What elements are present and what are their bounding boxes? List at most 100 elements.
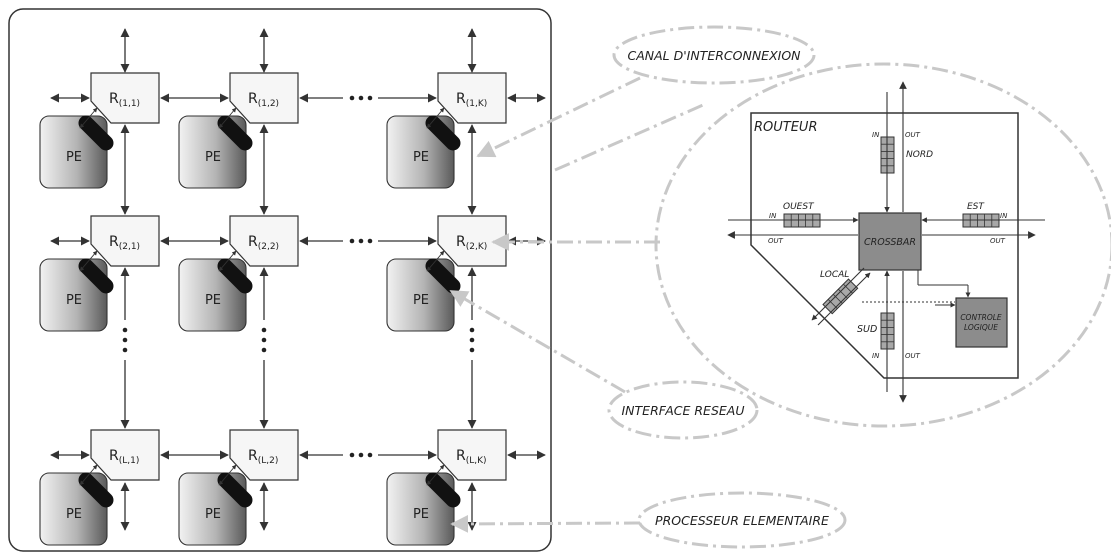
processing-element: PE xyxy=(178,258,253,332)
pe-router-link xyxy=(218,464,237,486)
ellipsis-dot xyxy=(367,452,373,458)
router-box xyxy=(90,72,160,124)
nord-in-label: IN xyxy=(872,131,880,139)
router-box xyxy=(437,429,507,481)
processing-element: PE xyxy=(386,115,461,189)
ellipsis-dot xyxy=(358,95,364,101)
callout-processor-ellipse xyxy=(637,491,847,549)
mesh-frame xyxy=(8,8,552,552)
processing-element: PE xyxy=(178,115,253,189)
router-label-base: R xyxy=(109,234,119,250)
processing-element: PE xyxy=(39,115,114,189)
callout-interface-text: INTERFACE RESEAU xyxy=(622,403,745,418)
est-in-label: IN xyxy=(1000,212,1008,220)
processing-element: PE xyxy=(39,258,114,332)
pe-label: PE xyxy=(413,293,429,308)
router-label-sub: (L,K) xyxy=(466,456,487,466)
ellipsis-dot xyxy=(469,337,475,343)
router-label-sub: (1,K) xyxy=(466,99,488,109)
ellipsis-dot xyxy=(367,95,373,101)
router-node: R(L,K) xyxy=(437,429,507,481)
processing-element: PE xyxy=(386,258,461,332)
pe-label: PE xyxy=(205,507,221,522)
router-label-sub: (1,2) xyxy=(258,99,279,109)
processing-element: PE xyxy=(178,472,253,546)
local-out-line xyxy=(811,267,865,321)
router-label-sub: (1,1) xyxy=(119,99,140,109)
callout-processor-line xyxy=(450,514,641,533)
pe-label: PE xyxy=(205,150,221,165)
router-box xyxy=(229,429,299,481)
router-box xyxy=(437,72,507,124)
router-label: R(2,2) xyxy=(248,234,279,252)
ellipsis-dot xyxy=(469,327,475,333)
callout-channel-ellipse xyxy=(612,25,816,85)
ellipsis-dot xyxy=(469,347,475,353)
ellipsis-dot xyxy=(261,327,267,333)
router-label-sub: (L,1) xyxy=(119,456,140,466)
router-label: R(L,1) xyxy=(109,448,139,466)
router-node: R(1,1) xyxy=(90,72,160,124)
pe-router-link xyxy=(79,250,98,272)
router-label-sub: (2,K) xyxy=(466,242,488,252)
ellipsis-dot xyxy=(349,95,355,101)
router-label: R(L,K) xyxy=(456,448,487,466)
callout-interface-line xyxy=(449,289,626,394)
ellipsis-dot xyxy=(122,327,128,333)
router-label-sub: (2,1) xyxy=(119,242,140,252)
router-box xyxy=(437,215,507,267)
buffer-frame xyxy=(822,278,859,315)
router-label-base: R xyxy=(109,91,119,107)
ouest-out-label: OUT xyxy=(768,237,784,245)
pe-router-link xyxy=(79,464,98,486)
ellipsis-dot xyxy=(358,238,364,244)
processing-element: PE xyxy=(39,472,114,546)
sud-out-label: OUT xyxy=(905,352,921,360)
router-label: R(1,2) xyxy=(248,91,279,109)
pe-router-link xyxy=(426,250,445,272)
router-node: R(2,K) xyxy=(437,215,507,267)
router-box xyxy=(90,429,160,481)
pe-label: PE xyxy=(66,507,82,522)
ouest-label: OUEST xyxy=(783,202,815,212)
router-box xyxy=(90,215,160,267)
router-label: R(1,1) xyxy=(109,91,140,109)
router-label-sub: (2,2) xyxy=(258,242,279,252)
router-label: R(2,1) xyxy=(109,234,140,252)
router-node: R(1,K) xyxy=(437,72,507,124)
pe-label: PE xyxy=(66,293,82,308)
router-label-base: R xyxy=(456,234,466,250)
callout-channel-text: CANAL D'INTERCONNEXION xyxy=(627,48,801,63)
nord-label: NORD xyxy=(906,150,933,160)
ellipsis-dot xyxy=(261,347,267,353)
callouts: CANAL D'INTERCONNEXION INTERFACE RESEAU PR… xyxy=(449,25,1111,549)
crossbar-box xyxy=(858,212,922,271)
ellipsis-dot xyxy=(358,452,364,458)
ellipsis-dot xyxy=(349,452,355,458)
pe-router-link xyxy=(426,107,445,129)
pe-router-link xyxy=(218,107,237,129)
router-label-base: R xyxy=(248,234,258,250)
router-node: R(2,2) xyxy=(229,215,299,267)
ellipsis-dot xyxy=(261,337,267,343)
callout-processor-text: PROCESSEUR ELEMENTAIRE xyxy=(655,513,829,528)
ouest-in-label: IN xyxy=(769,212,777,220)
router-label: R(L,2) xyxy=(248,448,278,466)
router-label-base: R xyxy=(109,448,119,464)
router-label: R(2,K) xyxy=(456,234,487,252)
controle-label-1: CONTROLE xyxy=(960,313,1002,322)
router-label-sub: (L,2) xyxy=(258,456,279,466)
router-zoom-ellipse xyxy=(654,62,1111,428)
ellipsis-dot xyxy=(122,337,128,343)
callout-interface-ellipse xyxy=(607,380,759,440)
router-node: R(L,2) xyxy=(229,429,299,481)
controle-label-2: LOGIQUE xyxy=(964,323,998,332)
router-detail-title: ROUTEUR xyxy=(754,120,817,135)
pe-label: PE xyxy=(205,293,221,308)
mesh-links xyxy=(50,28,546,531)
router-box xyxy=(229,72,299,124)
router-node: R(1,2) xyxy=(229,72,299,124)
router-box xyxy=(229,215,299,267)
pe-label: PE xyxy=(413,150,429,165)
